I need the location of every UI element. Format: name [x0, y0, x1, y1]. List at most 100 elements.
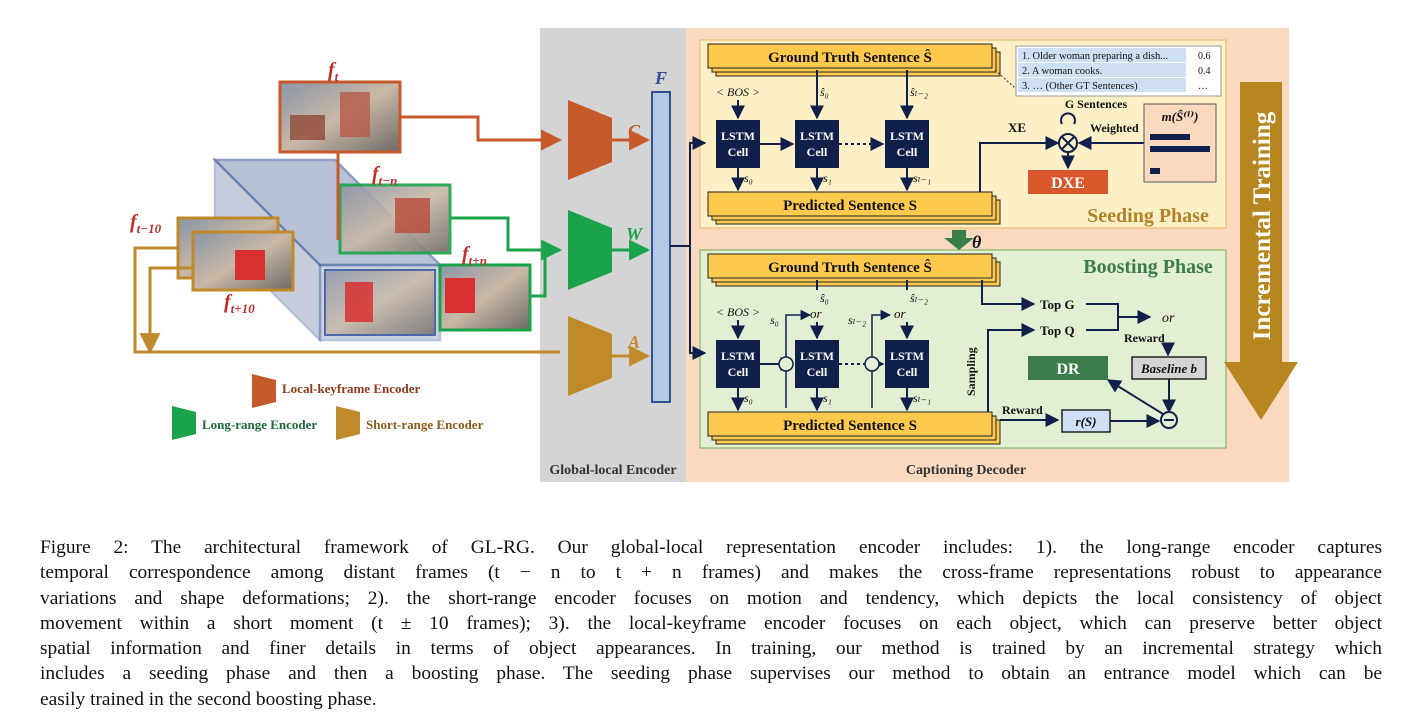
label-F: F — [654, 68, 667, 88]
frame-ftn — [338, 183, 452, 255]
svg-text:s₁: s₁ — [823, 171, 832, 185]
decoder-panel-label: Captioning Decoder — [906, 463, 1026, 478]
svg-text:s₀: s₀ — [744, 171, 753, 185]
svg-text:Cell: Cell — [728, 365, 749, 379]
seed-pred-sentence: Predicted Sentence S — [783, 198, 917, 214]
label-ft10m: ft−10 — [130, 211, 162, 236]
svg-text:LSTM: LSTM — [721, 349, 755, 363]
svg-text:sₗ₋₁: sₗ₋₁ — [913, 171, 931, 185]
encoder-panel-label: Global-local Encoder — [549, 463, 676, 478]
svg-text:sₗ₋₁: sₗ₋₁ — [913, 391, 931, 405]
dr-label: DR — [1056, 361, 1080, 378]
legend-local-keyframe: Local-keyframe Encoder — [282, 381, 421, 396]
encoder-long-range — [568, 210, 612, 290]
frame-ft10p — [191, 230, 295, 292]
legend-long-range-swatch — [172, 406, 196, 440]
label-W: W — [626, 224, 644, 244]
svg-text:s₀: s₀ — [770, 313, 779, 327]
svg-text:or: or — [1162, 311, 1175, 326]
boost-lstm-2 — [795, 340, 839, 388]
svg-text:…: … — [1198, 81, 1208, 92]
svg-text:LSTM: LSTM — [890, 129, 924, 143]
boost-pred-sentence: Predicted Sentence S — [783, 418, 917, 434]
arrow-local — [336, 115, 560, 240]
seed-weighted: Weighted — [1090, 121, 1139, 135]
label-C: C — [628, 121, 641, 141]
caption-line: movement within a short moment (t ± 10 f… — [40, 612, 1382, 634]
svg-text:sₗ₋₂: sₗ₋₂ — [848, 313, 866, 327]
seed-s0-hat: ŝ₀ — [820, 85, 829, 99]
caption-line: spatial information and finer details in… — [40, 638, 1382, 660]
seed-bos: < BOS > — [716, 85, 760, 99]
svg-text:Cell: Cell — [897, 145, 918, 159]
caption-line: variations and shape deformations; 2). t… — [40, 587, 1382, 609]
svg-text:Cell: Cell — [807, 145, 828, 159]
seed-gt-sentence-bar — [707, 43, 993, 69]
figure-caption: Figure 2: The architectural framework of… — [40, 535, 1382, 712]
label-A: A — [627, 332, 640, 352]
incremental-training-arrow — [1224, 82, 1298, 420]
seed-g-sentences: G Sentences — [1065, 97, 1128, 111]
architecture-figure: ft ft−n ft+n ft−10 ft+10 C W A F Local-k… — [0, 28, 1298, 482]
encoder-short-range — [568, 316, 612, 396]
label-ftpn: ft+n — [462, 243, 487, 268]
svg-text:s₁: s₁ — [823, 391, 832, 405]
top-g: Top G — [1040, 297, 1075, 312]
boost-lstm-1 — [716, 340, 760, 388]
reward-fn-label: r(S) — [1076, 414, 1097, 429]
weight-histogram-label: m(Ŝ⁽ⁱ⁾) — [1162, 109, 1199, 124]
boosting-phase-title: Boosting Phase — [1083, 256, 1213, 278]
seed-pred-sentence-bar — [707, 191, 993, 217]
svg-text:0.6: 0.6 — [1198, 51, 1211, 62]
svg-text:ŝ₀: ŝ₀ — [820, 291, 829, 305]
legend-long-range: Long-range Encoder — [202, 417, 317, 432]
svg-text:3. … (Other GT Sentences): 3. … (Other GT Sentences) — [1022, 81, 1138, 92]
svg-text:LSTM: LSTM — [721, 129, 755, 143]
seed-lstm-2 — [795, 120, 839, 168]
arrow-short — [135, 246, 560, 352]
seed-gt-sentence: Ground Truth Sentence Ŝ — [768, 49, 932, 66]
boost-pred-sentence-bar — [707, 411, 993, 437]
caption-line: includes a seeding phase and then a boos… — [40, 663, 1382, 685]
caption-line: Figure 2: The architectural framework of… — [40, 537, 1382, 558]
boost-gt-sentence-bar — [707, 253, 993, 279]
frame-inner-cube — [324, 269, 436, 336]
arrow-long-ftn — [450, 216, 563, 261]
boost-gt-sentence: Ground Truth Sentence Ŝ — [768, 259, 932, 276]
legend-local-keyframe-swatch — [252, 374, 276, 408]
dr-box — [1028, 356, 1108, 380]
svg-text:1. Older woman preparing a dis: 1. Older woman preparing a dish... — [1022, 51, 1168, 62]
svg-text:< BOS >: < BOS > — [716, 305, 760, 319]
svg-text:2. A woman cooks.: 2. A woman cooks. — [1022, 66, 1102, 77]
frame-ftpn — [438, 263, 532, 332]
sampling-label: Sampling — [964, 347, 978, 396]
caption-line: easily trained in the second boosting ph… — [40, 688, 377, 710]
encoder-local-keyframe — [568, 100, 612, 180]
dxe-label: DXE — [1051, 175, 1085, 192]
label-ftn: ft−n — [372, 163, 397, 188]
svg-text:LSTM: LSTM — [800, 349, 834, 363]
reward-bottom: Reward — [1002, 403, 1043, 417]
legend-short-range: Short-range Encoder — [366, 417, 484, 432]
label-ft: ft — [328, 59, 339, 84]
reward-top: Reward — [1124, 331, 1165, 345]
svg-text:s₀: s₀ — [744, 391, 753, 405]
frame-ft — [278, 80, 402, 154]
svg-text:or: or — [810, 306, 823, 321]
incremental-training-label: Incremental Training — [1249, 111, 1276, 340]
gt-sentence-list: 1. Older woman preparing a dish... 2. A … — [1015, 45, 1222, 97]
seed-lstm-1 — [716, 120, 760, 168]
theta-arrow — [944, 230, 974, 250]
seed-lstm-3 — [885, 120, 929, 168]
boost-lstm-3 — [885, 340, 929, 388]
legend-short-range-swatch — [336, 406, 360, 440]
seed-xe: XE — [1008, 120, 1026, 135]
seed-sl2-hat: ŝₗ₋₂ — [910, 85, 928, 99]
svg-text:Cell: Cell — [897, 365, 918, 379]
svg-text:LSTM: LSTM — [800, 129, 834, 143]
svg-text:Cell: Cell — [807, 365, 828, 379]
frame-inner-person — [345, 282, 373, 322]
caption-line: temporal correspondence among distant fr… — [40, 562, 1382, 584]
svg-text:LSTM: LSTM — [890, 349, 924, 363]
baseline-label: Baseline b — [1140, 361, 1197, 376]
